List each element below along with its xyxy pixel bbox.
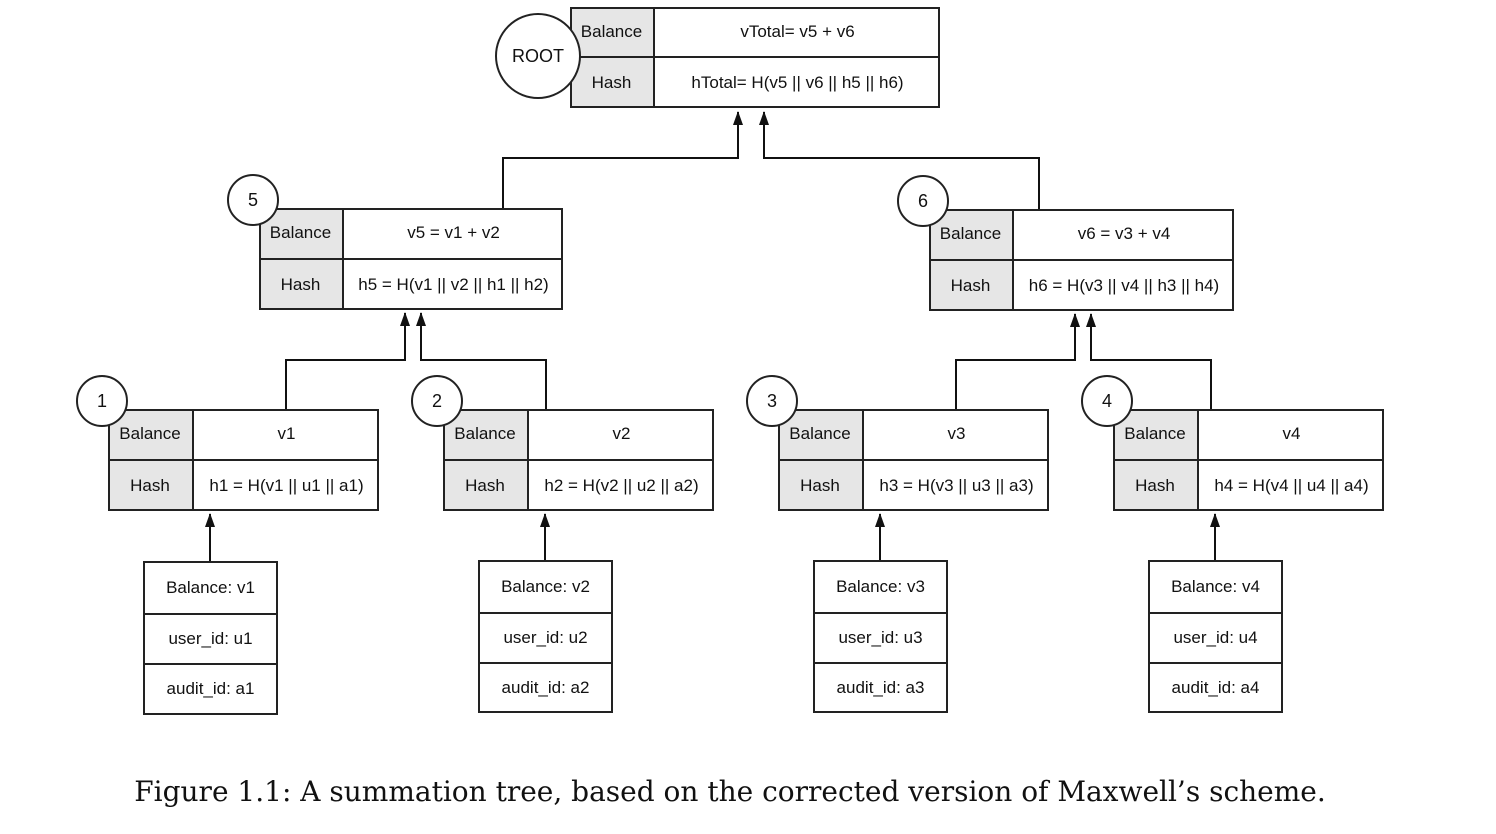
node3-balance-label: Balance — [778, 409, 864, 459]
node6-hash-value: h6 = H(v3 || v4 || h3 || h4) — [1014, 261, 1234, 311]
node1-hash-label: Hash — [108, 461, 194, 511]
node2-hash-value: h2 = H(v2 || u2 || a2) — [529, 461, 714, 511]
node-1: Balance v1 Hash h1 = H(v1 || u1 || a1) — [108, 409, 379, 511]
leaf2-balance: Balance: v2 — [501, 577, 590, 596]
leaf4-user-id: user_id: u4 — [1173, 628, 1258, 647]
node-2: Balance v2 Hash h2 = H(v2 || u2 || a2) — [443, 409, 714, 511]
leaf2-audit-id: audit_id: a2 — [501, 678, 590, 697]
node4-hash-value: h4 = H(v4 || u4 || a4) — [1199, 461, 1384, 511]
leaf-4: Balance: v4 user_id: u4 audit_id: a4 — [1148, 560, 1283, 713]
leaf-1: Balance: v1 user_id: u1 audit_id: a1 — [143, 561, 278, 715]
node6-hash-label: Hash — [929, 261, 1014, 311]
leaf4-balance: Balance: v4 — [1171, 577, 1260, 596]
node2-circle: 2 — [411, 375, 463, 427]
edge-node3-node6 — [955, 313, 1080, 410]
node5-hash-value: h5 = H(v1 || v2 || h1 || h2) — [344, 260, 563, 310]
node1-balance-label: Balance — [108, 409, 194, 459]
node4-balance-value: v4 — [1199, 409, 1384, 459]
node-6: Balance v6 = v3 + v4 Hash h6 = H(v3 || v… — [929, 209, 1234, 311]
node2-hash-label: Hash — [443, 461, 529, 511]
leaf3-balance: Balance: v3 — [836, 577, 925, 596]
node1-circle: 1 — [76, 375, 128, 427]
node5-balance-value: v5 = v1 + v2 — [344, 208, 563, 258]
node-4: Balance v4 Hash h4 = H(v4 || u4 || a4) — [1113, 409, 1384, 511]
node-3: Balance v3 Hash h3 = H(v3 || u3 || a3) — [778, 409, 1049, 511]
root-balance-label: Balance — [570, 7, 655, 57]
figure-caption: Figure 1.1: A summation tree, based on t… — [134, 775, 1326, 808]
node4-balance-label: Balance — [1113, 409, 1199, 459]
root-balance-value: vTotal= v5 + v6 — [655, 7, 940, 57]
leaf-3: Balance: v3 user_id: u3 audit_id: a3 — [813, 560, 948, 713]
leaf4-audit-id: audit_id: a4 — [1171, 678, 1260, 697]
root-circle: ROOT — [495, 13, 581, 99]
edge-node2-node5 — [416, 312, 547, 410]
edge-node4-node6 — [1086, 313, 1212, 410]
leaf-2: Balance: v2 user_id: u2 audit_id: a2 — [478, 560, 613, 713]
node5-hash-label: Hash — [259, 260, 344, 310]
root-hash-value: hTotal= H(v5 || v6 || h5 || h6) — [655, 58, 940, 108]
edge-node5-root — [502, 111, 743, 209]
node5-circle: 5 — [227, 174, 279, 226]
node1-balance-value: v1 — [194, 409, 379, 459]
node3-balance-value: v3 — [864, 409, 1049, 459]
leaf1-user-id: user_id: u1 — [168, 629, 253, 648]
root-hash-label: Hash — [570, 58, 655, 108]
node4-hash-label: Hash — [1113, 461, 1199, 511]
edge-node6-root — [759, 111, 1040, 210]
node6-balance-value: v6 = v3 + v4 — [1014, 209, 1234, 259]
node4-circle: 4 — [1081, 375, 1133, 427]
node2-balance-value: v2 — [529, 409, 714, 459]
leaf3-audit-id: audit_id: a3 — [836, 678, 925, 697]
node3-hash-value: h3 = H(v3 || u3 || a3) — [864, 461, 1049, 511]
edge-node1-node5 — [285, 312, 410, 410]
leaf1-audit-id: audit_id: a1 — [166, 679, 255, 698]
node-5: Balance v5 = v1 + v2 Hash h5 = H(v1 || v… — [259, 208, 563, 310]
node3-hash-label: Hash — [778, 461, 864, 511]
leaf3-user-id: user_id: u3 — [838, 628, 923, 647]
node6-circle: 6 — [897, 175, 949, 227]
node3-circle: 3 — [746, 375, 798, 427]
root-node: Balance vTotal= v5 + v6 Hash hTotal= H(v… — [570, 7, 940, 108]
leaf1-balance: Balance: v1 — [166, 578, 255, 597]
node2-balance-label: Balance — [443, 409, 529, 459]
leaf2-user-id: user_id: u2 — [503, 628, 588, 647]
node1-hash-value: h1 = H(v1 || u1 || a1) — [194, 461, 379, 511]
